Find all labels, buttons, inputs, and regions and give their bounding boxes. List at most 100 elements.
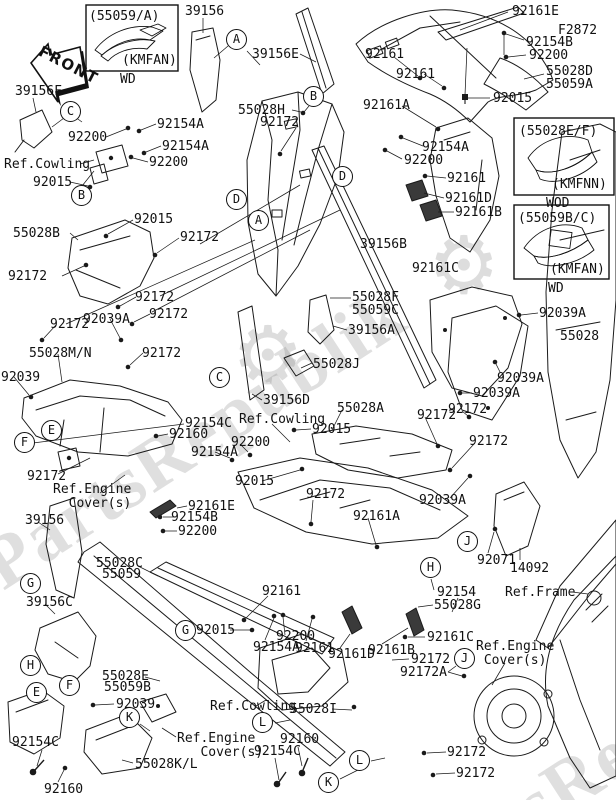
balloon-d: D: [226, 189, 247, 210]
part-number-label: 55028: [560, 329, 600, 344]
part-number-label: 92161D: [445, 191, 492, 206]
part-number-label: 92161: [396, 67, 436, 82]
part-number-label: 92172: [411, 652, 451, 667]
part-number-label: 55059B: [104, 680, 151, 695]
part-number-label: 92172: [469, 434, 509, 449]
part-number-label: 55028C: [96, 556, 143, 571]
part-number-label: 92039A: [419, 493, 466, 508]
balloon-k: K: [119, 707, 140, 728]
part-number-label: 92154A: [422, 140, 469, 155]
balloon-h: H: [20, 655, 41, 676]
inset-top-title: (55059/A): [89, 9, 160, 24]
part-number-label: 92200: [276, 629, 316, 644]
part-number-label: 92172: [149, 307, 189, 322]
part-number-label: 92154C: [12, 735, 59, 750]
part-number-label: 92160: [280, 732, 320, 747]
inset-right-lower-variant: (KMFAN): [550, 262, 605, 277]
part-number-label: 92172: [448, 402, 488, 417]
reference-label: Ref.Cowling: [4, 157, 91, 172]
fastener-dots: [28, 30, 522, 778]
part-number-label: 55059C: [352, 303, 399, 318]
part-number-label: 92161D: [328, 647, 375, 662]
part-number-label: 92172: [417, 408, 457, 423]
balloon-l: L: [349, 750, 370, 771]
part-number-label: 92039A: [83, 312, 130, 327]
part-number-label: 92161B: [368, 643, 415, 658]
reference-label: Ref.Cowling: [210, 699, 297, 714]
part-number-label: 55028D: [546, 64, 593, 79]
part-number-label: 92172: [456, 766, 496, 781]
balloon-a: A: [248, 210, 269, 231]
reference-label: Ref.Engine Cover(s): [476, 639, 555, 669]
part-number-label: 92154C: [185, 416, 232, 431]
part-number-label: 92015: [134, 212, 174, 227]
balloon-d: D: [332, 166, 353, 187]
part-number-label: 92172A: [400, 665, 447, 680]
part-number-label: 92160: [44, 782, 84, 797]
part-number-label: 92154A: [253, 640, 300, 655]
part-number-label: 55028E: [102, 669, 149, 684]
part-number-label: 92039A: [497, 371, 544, 386]
part-number-label: 92154: [437, 585, 477, 600]
part-number-label: 55028A: [337, 401, 384, 416]
part-number-label: 55028H: [238, 103, 285, 118]
inset-right-lower-title: (55059B/C): [518, 211, 597, 226]
part-number-label: 92154A: [157, 117, 204, 132]
part-number-label: 92015: [235, 474, 275, 489]
part-number-label: 92015: [312, 422, 352, 437]
part-number-label: 39156: [25, 513, 65, 528]
part-number-label: 92039A: [473, 386, 520, 401]
part-number-label: 55028B: [13, 226, 60, 241]
part-number-label: 92015: [196, 623, 236, 638]
part-number-label: 92172: [50, 317, 90, 332]
part-number-label: 92200: [529, 48, 569, 63]
part-number-label: 92200: [231, 435, 271, 450]
part-number-label: 92172: [180, 230, 220, 245]
balloon-g: G: [175, 620, 196, 641]
balloon-f: F: [14, 432, 35, 453]
part-number-label: 92172: [27, 469, 67, 484]
part-number-label: 55059: [102, 567, 142, 582]
part-number-label: 92161C: [412, 261, 459, 276]
part-number-label: 92071: [477, 553, 517, 568]
part-number-label: 92172: [306, 487, 346, 502]
balloon-c: C: [60, 101, 81, 122]
part-number-label: 92154A: [191, 445, 238, 460]
part-number-label: 39156A: [348, 323, 395, 338]
part-number-label: 39156D: [263, 393, 310, 408]
part-number-label: 92154B: [171, 510, 218, 525]
balloon-f: F: [59, 675, 80, 696]
part-number-label: 92161: [365, 47, 405, 62]
inset-right-lower-note: WD: [548, 281, 564, 296]
part-number-label: 92161: [262, 584, 302, 599]
inset-top-variant: (KMFAN): [122, 53, 177, 68]
inset-right-upper-note: WOD: [546, 196, 570, 211]
inset-box-right-upper: [513, 117, 615, 196]
balloon-b: B: [71, 185, 92, 206]
balloon-g: G: [20, 573, 41, 594]
inset-top-note: WD: [120, 72, 136, 87]
part-number-label: 92172: [135, 290, 175, 305]
reference-label: Ref.Cowling: [239, 412, 326, 427]
balloon-k: K: [318, 772, 339, 793]
reference-label: Ref.Frame: [505, 585, 576, 600]
part-number-label: 55059A: [546, 77, 593, 92]
part-number-label: 92161: [447, 171, 487, 186]
part-number-label: 92172: [260, 115, 300, 130]
reference-label: Ref.Engine Cover(s): [177, 731, 264, 761]
balloon-l: L: [252, 712, 273, 733]
part-number-label: 92200: [178, 524, 218, 539]
part-number-label: 92172: [447, 745, 487, 760]
part-number-label: 92161: [295, 641, 335, 656]
balloon-a: A: [226, 29, 247, 50]
part-number-label: 55028J: [313, 357, 360, 372]
part-number-label: 92161A: [353, 509, 400, 524]
part-number-label: 92172: [142, 346, 182, 361]
balloon-j: J: [454, 648, 475, 669]
balloon-e: E: [41, 420, 62, 441]
front-arrow: [29, 42, 89, 106]
part-number-label: 92154A: [162, 139, 209, 154]
part-number-label: 92172: [8, 269, 48, 284]
part-number-label: 92161E: [512, 4, 559, 19]
